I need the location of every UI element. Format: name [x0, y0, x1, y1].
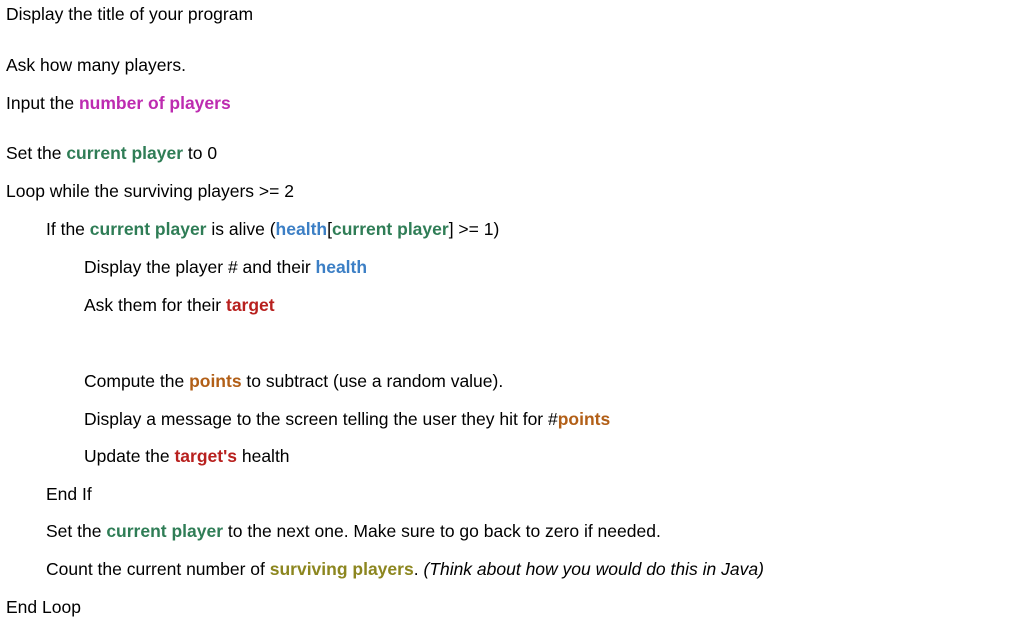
token-plain: . [413, 559, 424, 579]
token-green: current player [89, 219, 207, 239]
token-plain: Display a message to the screen telling … [84, 409, 558, 429]
token-plain: is alive ( [206, 219, 276, 239]
line-compute-points: Compute the points to subtract (use a ra… [0, 370, 503, 392]
token-plain: Compute the [84, 371, 190, 391]
token-plain: End If [46, 484, 92, 504]
token-plain: Set the [6, 143, 67, 163]
token-plain: End Loop [6, 597, 81, 617]
token-plain: If the [46, 219, 90, 239]
token-red: target's [174, 446, 237, 466]
token-plain: [ [327, 219, 332, 239]
token-plain: ] >= 1) [448, 219, 500, 239]
token-orange: points [557, 409, 611, 429]
token-plain: Count the current number of [46, 559, 270, 579]
token-plain: Display the player # and their [84, 257, 316, 277]
line-loop-while: Loop while the surviving players >= 2 [0, 180, 294, 202]
line-display-hit-message: Display a message to the screen telling … [0, 408, 610, 430]
token-green: current player [331, 219, 449, 239]
line-ask-how-many-players: Ask how many players. [0, 54, 186, 76]
token-magenta: number of players [78, 93, 231, 113]
token-plain: (Think about how you would do this in Ja… [423, 559, 764, 579]
token-plain: health [237, 446, 290, 466]
token-plain: Set the [46, 521, 107, 541]
token-plain: Display the title of your program [6, 4, 254, 24]
token-plain: Update the [84, 446, 175, 466]
token-plain: Input the [6, 93, 79, 113]
line-display-player-health: Display the player # and their health [0, 256, 367, 278]
token-plain: to 0 [183, 143, 218, 163]
line-update-target-health: Update the target's health [0, 445, 290, 467]
line-count-surviving-players: Count the current number of surviving pl… [0, 558, 764, 580]
line-display-title: Display the title of your program [0, 3, 253, 25]
token-green: current player [66, 143, 184, 163]
line-if-current-player-alive: If the current player is alive (health[c… [0, 218, 499, 240]
line-end-if: End If [0, 483, 92, 505]
token-olive: surviving players [269, 559, 414, 579]
token-plain: to the next one. Make sure to go back to… [223, 521, 661, 541]
token-orange: points [189, 371, 242, 391]
token-red: target [226, 295, 275, 315]
line-end-loop: End Loop [0, 596, 81, 618]
token-plain: Ask them for their [84, 295, 226, 315]
line-input-number-of-players: Input the number of players [0, 92, 231, 114]
token-blue: health [315, 257, 368, 277]
line-set-current-player-next: Set the current player to the next one. … [0, 520, 661, 542]
token-plain: to subtract (use a random value). [241, 371, 504, 391]
token-plain: Ask how many players. [6, 55, 186, 75]
line-ask-target: Ask them for their target [0, 294, 275, 316]
token-blue: health [275, 219, 328, 239]
line-set-current-player-zero: Set the current player to 0 [0, 142, 217, 164]
token-green: current player [106, 521, 224, 541]
token-plain: Loop while the surviving players >= 2 [6, 181, 294, 201]
